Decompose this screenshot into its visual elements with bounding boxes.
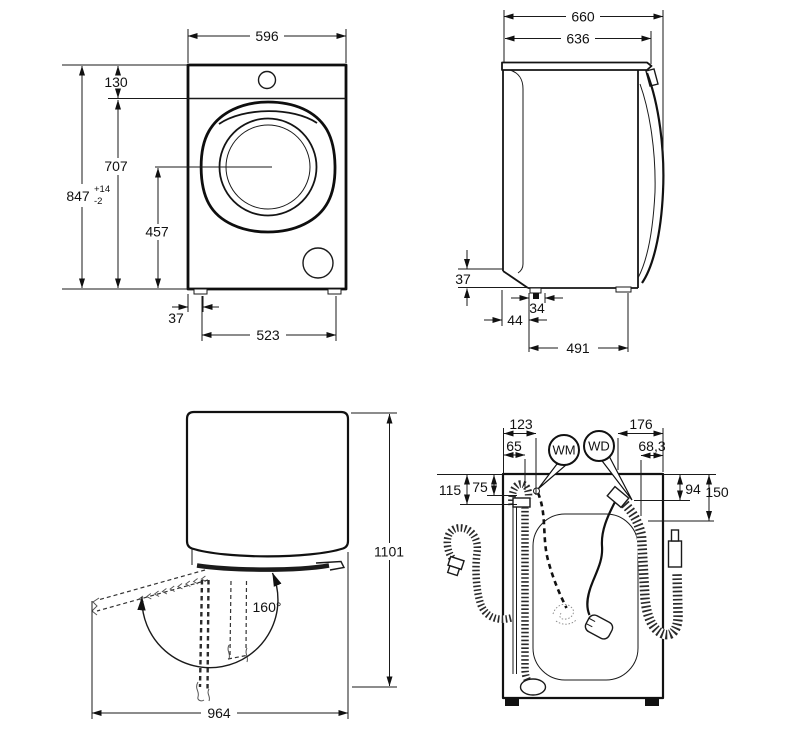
dim-feet-spacing-side: 491	[566, 340, 590, 356]
top-view-machine	[185, 410, 350, 572]
dim-door-center-height: 457	[145, 224, 169, 240]
door-outer-ring	[199, 100, 337, 234]
rear-panel-inset	[532, 513, 639, 681]
scribble-blob	[552, 603, 574, 620]
torn-edge-bottom-1	[196, 681, 205, 702]
front-view-dimensions: 596 847 +14 -2 130 707 457 37	[62, 28, 347, 343]
scribble-blob-2	[555, 618, 578, 625]
dim-rear-clearance: 44	[507, 312, 523, 328]
wd-label: WD	[588, 439, 610, 454]
open-door-edge	[196, 563, 330, 572]
front-left-foot	[193, 288, 208, 295]
program-knob	[257, 70, 277, 90]
worktop	[501, 61, 653, 71]
wm-label: WM	[552, 443, 575, 458]
door-down-edge-2	[206, 579, 210, 692]
drain-nozzle	[446, 555, 465, 577]
dim-door-angle: 160°	[253, 599, 282, 615]
rear-right-foot	[645, 698, 659, 706]
inlet-connector	[667, 540, 683, 568]
pump-access-door	[302, 247, 334, 279]
door-seal-chevrons	[138, 575, 207, 602]
dim-inlet-offset-inner: 68,3	[638, 438, 665, 454]
dim-foot-width: 34	[529, 300, 545, 316]
dim-height-tol-minus: -2	[94, 196, 102, 207]
dim-drain-offset-inner: 65	[506, 438, 522, 454]
dim-front-width: 596	[255, 28, 279, 44]
rear-view-dimensions: 123 65 176 68,3 115 75 94 150	[437, 416, 729, 522]
torn-edge-bottom-2	[207, 688, 210, 702]
wd-balloon	[583, 430, 615, 462]
rear-left-foot	[505, 698, 519, 706]
power-cable	[586, 499, 617, 616]
rear-view-machine	[501, 472, 665, 706]
side-left-foot-pad	[533, 293, 539, 299]
door-down-edge-4	[245, 580, 248, 651]
dim-depth-total: 660	[571, 9, 595, 25]
inlet-hose	[618, 497, 683, 640]
dim-depth-door-open: 1101	[374, 544, 404, 560]
door-bulge-inner	[637, 83, 656, 279]
dim-total-height: 847	[66, 188, 90, 204]
top-view-dimensions: 1101 964	[91, 412, 404, 721]
side-view: 660 636 37 34 44 491	[455, 9, 665, 356]
rear-panel-inner-line	[509, 69, 524, 274]
drain-routing-dashed	[536, 492, 568, 609]
dim-depth-body: 636	[566, 31, 590, 47]
door-down-edge-1	[198, 579, 204, 688]
dim-panel-to-floor: 707	[104, 158, 128, 174]
dim-feet-spacing-front: 523	[256, 327, 280, 343]
torn-edge-bottom-3	[227, 644, 248, 663]
rear-body-outline	[501, 472, 665, 700]
torn-edge-left	[91, 597, 100, 616]
door-bulge-outer	[641, 72, 665, 284]
wm-balloon	[548, 434, 580, 466]
front-view-machine	[155, 63, 348, 295]
side-left-foot	[529, 287, 542, 294]
side-view-machine	[501, 61, 665, 299]
side-view-dimensions: 660 636 37 34 44 491	[455, 9, 664, 356]
door-open-edge-1	[97, 569, 206, 601]
dim-right-drop-outer: 150	[705, 484, 729, 500]
door-handle	[315, 560, 346, 571]
front-right-foot	[327, 288, 342, 295]
drain-hose-guide	[519, 678, 547, 696]
drain-hose-free-end	[443, 524, 512, 623]
dim-drain-offset-outer: 123	[509, 416, 533, 432]
dim-height-tol-plus: +14	[94, 184, 110, 195]
inlet-valve	[606, 485, 630, 509]
dim-inlet-offset-outer: 176	[629, 416, 653, 432]
rear-view: WM WD 123 65 176 68,3 115	[437, 416, 729, 706]
door-down-edge-3	[229, 580, 232, 656]
inlet-connector-tip	[670, 529, 680, 542]
door-down-bottom-link	[227, 654, 250, 660]
dim-right-drop-inner: 94	[685, 481, 701, 497]
hose-clamp	[512, 497, 531, 508]
dim-width-door-open: 964	[207, 705, 231, 721]
door-swing-arc	[137, 572, 282, 669]
dim-plinth-height: 37	[455, 271, 471, 287]
dim-left-drop-outer: 115	[439, 482, 462, 498]
top-view-door-open: 160° 1101 964	[91, 410, 404, 721]
door-ring-seam	[218, 110, 318, 125]
rear-balloons: WM WD	[533, 430, 633, 501]
side-right-foot	[615, 286, 632, 293]
front-view: 596 847 +14 -2 130 707 457 37	[62, 28, 348, 343]
door-swing-ghost: 160°	[91, 569, 282, 702]
power-plug	[584, 614, 614, 640]
dim-foot-inset: 37	[168, 310, 184, 326]
dim-left-drop-inner: 75	[472, 479, 488, 495]
rear-hoses	[443, 480, 683, 696]
rear-chamfer	[502, 270, 529, 289]
dim-panel-height: 130	[104, 74, 128, 90]
top-body-outline	[185, 410, 350, 558]
